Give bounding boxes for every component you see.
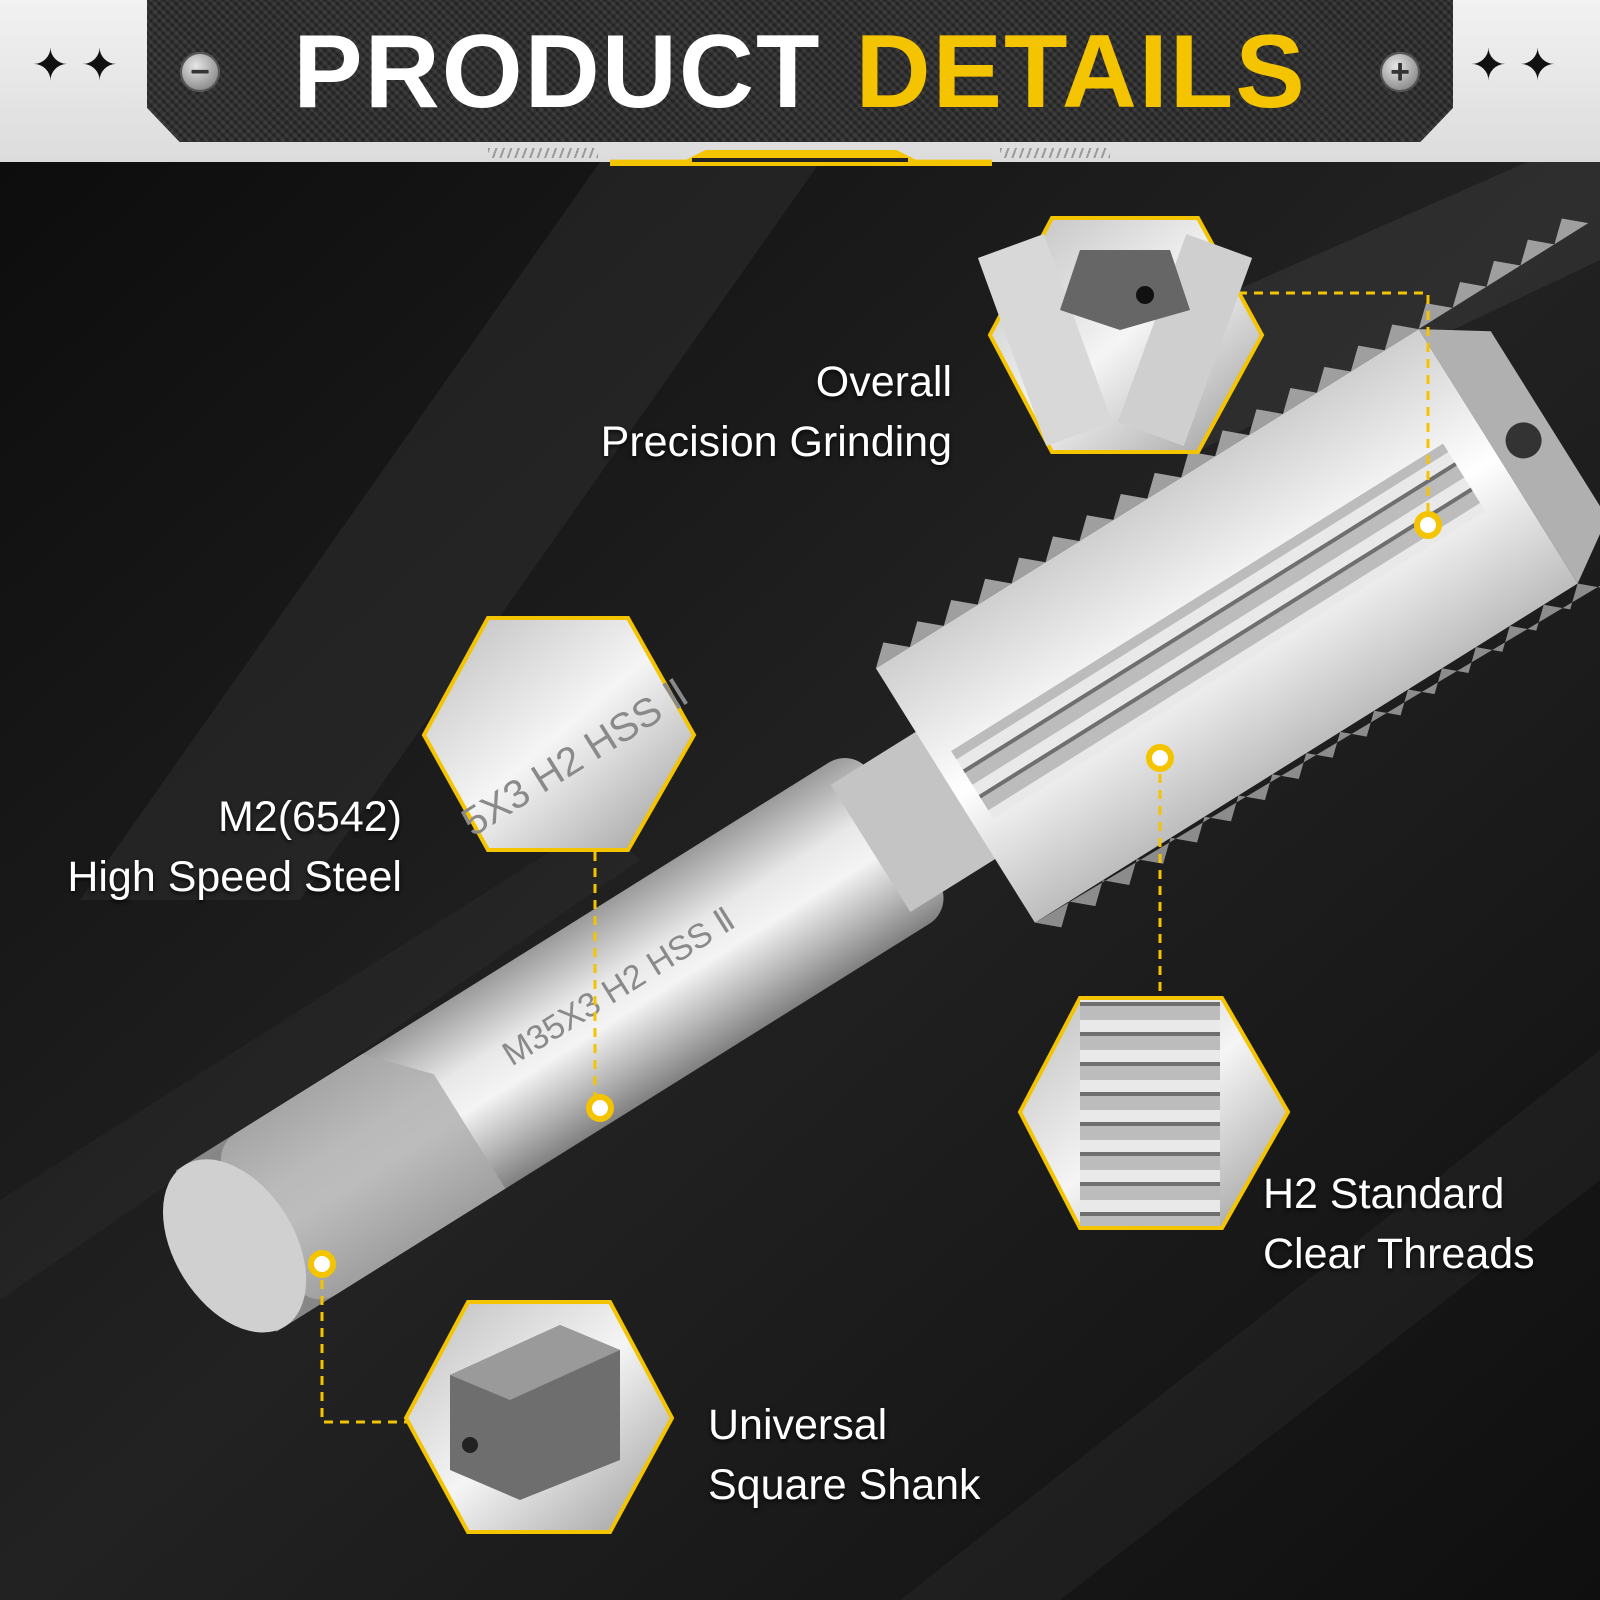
minus-icon: − <box>180 52 220 92</box>
header-stripe-left <box>488 148 598 158</box>
connector-shank <box>320 1264 408 1424</box>
callout-dot-grinding <box>1414 511 1442 539</box>
sparkle-icon-right: ✦ ✦ <box>1470 41 1556 90</box>
sparkle-icon-left: ✦ ✦ <box>32 41 118 90</box>
hex-shank <box>403 1300 675 1534</box>
feature-grinding-line2: Precision Grinding <box>600 418 952 466</box>
feature-steel-line1: M2(6542) <box>217 793 402 841</box>
feature-label-threads: H2 Standard Clear Threads <box>1263 1164 1593 1284</box>
feature-label-grinding: Overall Precision Grinding <box>560 352 952 472</box>
page-title: PRODUCT DETAILS <box>147 14 1453 130</box>
callout-dot-threads <box>1146 744 1174 772</box>
hex-steel: 5X3 H2 HSS Ⅱ <box>421 616 697 852</box>
hex-threads <box>1017 996 1291 1230</box>
feature-threads-line1: H2 Standard <box>1263 1170 1505 1218</box>
feature-grinding-line1: Overall <box>815 358 952 406</box>
hex-grinding <box>977 216 1265 454</box>
feature-label-shank: Universal Square Shank <box>708 1395 1038 1515</box>
callout-dot-steel <box>586 1094 614 1122</box>
feature-steel-line2: High Speed Steel <box>67 853 402 901</box>
page-title-part1: PRODUCT <box>293 14 822 130</box>
feature-shank-line2: Square Shank <box>708 1461 981 1509</box>
connector-grinding <box>1238 291 1430 525</box>
plus-icon: + <box>1380 52 1420 92</box>
feature-threads-line2: Clear Threads <box>1263 1230 1535 1278</box>
feature-label-steel: M2(6542) High Speed Steel <box>40 787 402 907</box>
header-stripe-right <box>1000 148 1110 158</box>
feature-shank-line1: Universal <box>708 1401 888 1449</box>
header-plate <box>147 0 1453 142</box>
header-accent-bar-inner <box>692 158 908 162</box>
callout-dot-shank <box>308 1250 336 1278</box>
page-title-part2: DETAILS <box>855 14 1307 130</box>
